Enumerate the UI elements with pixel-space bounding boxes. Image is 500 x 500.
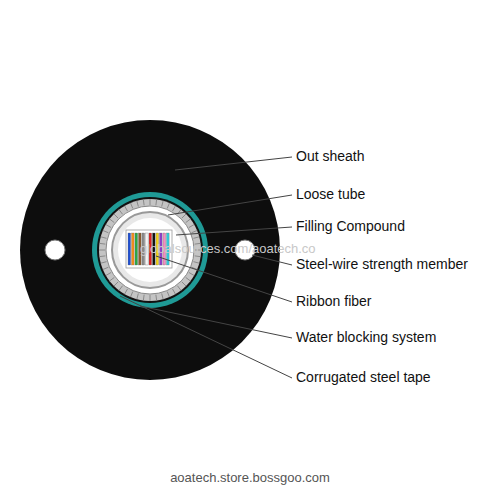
corrugation-stroke [106, 273, 111, 276]
corrugation-stroke [150, 295, 151, 301]
corrugation-stroke [167, 203, 169, 209]
corrugation-stroke [125, 289, 128, 294]
corrugation-stroke [101, 237, 107, 239]
corrugation-stroke [99, 250, 105, 251]
fiber-strip [135, 233, 138, 265]
corrugation-stroke [130, 203, 132, 209]
part-label: Steel-wire strength member [296, 257, 468, 272]
corrugation-stroke [143, 295, 145, 301]
corrugation-stroke [177, 286, 181, 291]
corrugation-stroke [162, 201, 164, 207]
corrugation-stroke [99, 255, 105, 257]
corrugation-stroke [101, 262, 107, 264]
leader-line [252, 255, 292, 265]
corrugation-stroke [162, 293, 164, 299]
corrugation-stroke [150, 199, 151, 205]
corrugation-stroke [119, 286, 123, 291]
fiber-strip [132, 233, 135, 265]
corrugation-stroke [193, 237, 199, 239]
corrugation-stroke [125, 206, 128, 211]
corrugation-stroke [137, 293, 139, 299]
part-label: Water blocking system [296, 330, 436, 345]
corrugation-stroke [182, 282, 186, 286]
corrugation-stroke [155, 295, 157, 301]
part-label: Filling Compound [296, 219, 405, 234]
watermark: aoatech.store.bossgoo.com [170, 471, 330, 485]
corrugation-stroke [114, 214, 118, 218]
corrugation-stroke [103, 267, 109, 269]
corrugation-stroke [192, 230, 198, 232]
corrugation-stroke [155, 199, 157, 205]
leader-line [168, 195, 292, 215]
corrugation-stroke [186, 277, 191, 281]
leader-line [120, 296, 292, 378]
corrugation-stroke [130, 292, 132, 298]
corrugation-stroke [193, 262, 199, 264]
corrugation-stroke [167, 292, 169, 298]
corrugation-stroke [114, 282, 118, 286]
corrugation-stroke [186, 219, 191, 223]
corrugation-stroke [189, 273, 194, 276]
corrugation-stroke [137, 201, 139, 207]
part-label: Loose tube [296, 187, 365, 202]
corrugation-stroke [99, 243, 105, 245]
part-label: Corrugated steel tape [296, 370, 431, 385]
corrugation-stroke [103, 230, 109, 232]
corrugation-stroke [106, 225, 111, 228]
corrugation-stroke [173, 206, 176, 211]
fiber-strip [128, 233, 131, 265]
corrugation-stroke [143, 199, 145, 205]
leader-line [175, 157, 292, 170]
corrugation-stroke [110, 219, 115, 223]
corrugation-stroke [110, 277, 115, 281]
corrugation-stroke [173, 289, 176, 294]
leader-line [156, 256, 292, 302]
leader-line [140, 306, 292, 338]
steel-wire [45, 240, 65, 260]
leader-lines [120, 157, 292, 378]
part-label: Ribbon fiber [296, 294, 372, 309]
corrugation-stroke [182, 214, 186, 218]
watermark: globalsources.com/aoatech.co [140, 242, 316, 256]
leader-line [176, 227, 292, 235]
corrugation-stroke [119, 210, 123, 215]
part-label: Out sheath [296, 149, 365, 164]
corrugation-stroke [189, 225, 194, 228]
